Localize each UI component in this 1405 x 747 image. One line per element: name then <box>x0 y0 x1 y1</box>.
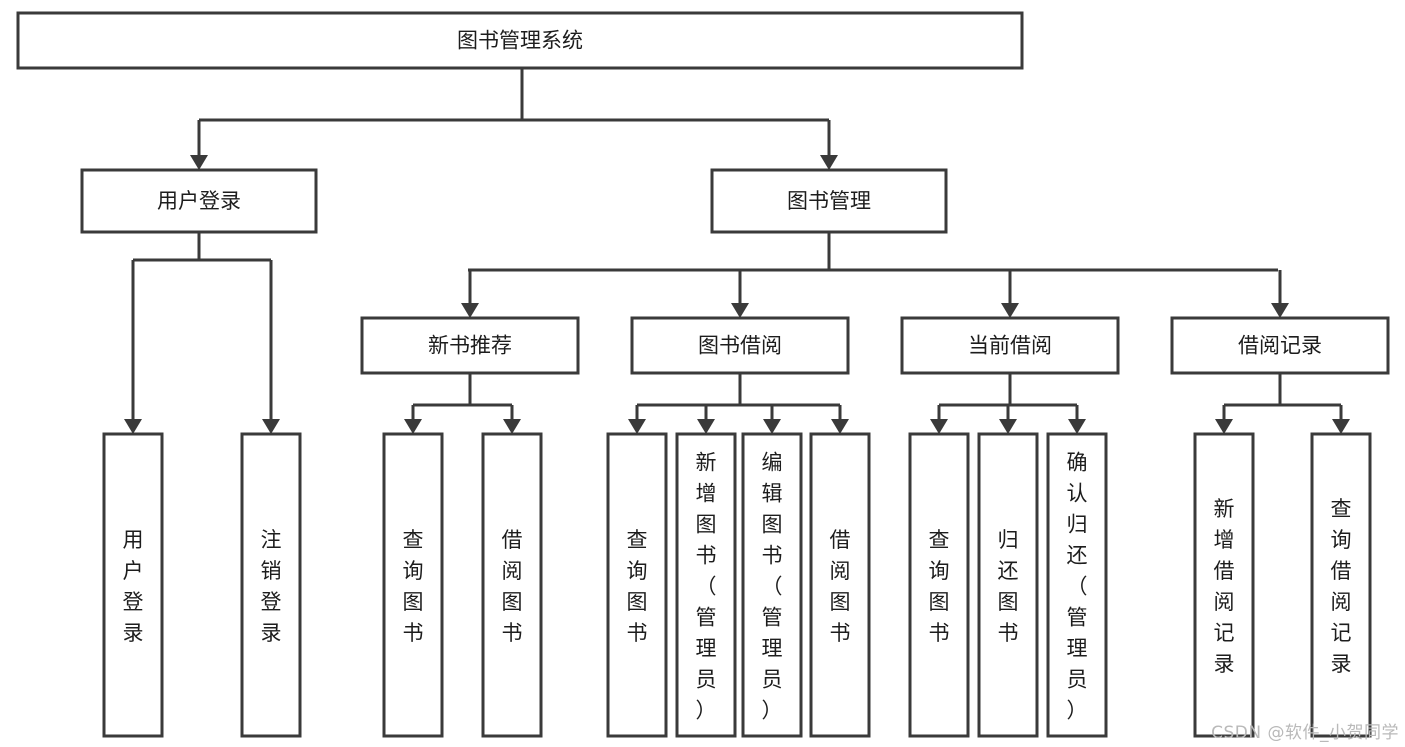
node-box[interactable] <box>102 432 164 738</box>
arrow-to-level3-0-head <box>461 303 479 318</box>
node-box[interactable] <box>481 432 543 738</box>
node-box[interactable] <box>240 432 302 738</box>
node-borrow-record[interactable]: 借阅记录 <box>1170 316 1390 375</box>
node-leaf-current_borrow-0[interactable]: 查询图书 <box>908 432 970 738</box>
node-box[interactable] <box>1193 432 1255 738</box>
node-leaf-current_borrow-2[interactable]: 确认归还（管理员） <box>1046 432 1108 738</box>
node-leaf-user_login-0-label: 用户登录 <box>123 528 144 645</box>
node-borrow-record-label: 借阅记录 <box>1238 334 1322 358</box>
node-leaf-new_book_recommend-0-label: 查询图书 <box>403 528 424 645</box>
node-root[interactable]: 图书管理系统 <box>16 11 1024 70</box>
arrow-leaf-book_borrow-1-head <box>697 419 715 434</box>
node-layer: 图书管理系统用户登录图书管理新书推荐图书借阅当前借阅借阅记录用户登录注销登录查询… <box>16 11 1390 738</box>
node-new-book-recommend[interactable]: 新书推荐 <box>360 316 580 375</box>
arrow-to-level3-3-head <box>1271 303 1289 318</box>
node-current-borrow-label: 当前借阅 <box>968 334 1052 358</box>
node-leaf-borrow_record-1[interactable]: 查询借阅记录 <box>1310 432 1372 738</box>
node-box[interactable] <box>809 432 871 738</box>
node-leaf-borrow_record-1-label: 查询借阅记录 <box>1331 497 1352 676</box>
node-leaf-current_borrow-2-label: 确认归还（管理员） <box>1067 451 1088 723</box>
node-leaf-book_borrow-3[interactable]: 借阅图书 <box>809 432 871 738</box>
node-book-manage-label: 图书管理 <box>787 189 871 213</box>
node-leaf-user_login-1[interactable]: 注销登录 <box>240 432 302 738</box>
arrow-leaf-new_book_recommend-0-head <box>404 419 422 434</box>
arrow-to-user-login-head <box>190 155 208 170</box>
arrow-leaf-book_borrow-0-head <box>628 419 646 434</box>
connector-layer <box>124 68 1350 434</box>
arrow-leaf-user-login-1-head <box>262 419 280 434</box>
node-leaf-book_borrow-2[interactable]: 编辑图书（管理员） <box>741 432 803 738</box>
node-box[interactable] <box>382 432 444 738</box>
node-leaf-new_book_recommend-1-label: 借阅图书 <box>502 528 523 645</box>
watermark: CSDN @软件_小贺同学 <box>1211 723 1399 743</box>
node-leaf-new_book_recommend-0[interactable]: 查询图书 <box>382 432 444 738</box>
node-leaf-current_borrow-0-label: 查询图书 <box>929 528 950 645</box>
node-root-label: 图书管理系统 <box>457 29 583 53</box>
node-book-borrow[interactable]: 图书借阅 <box>630 316 850 375</box>
node-box[interactable] <box>675 432 737 738</box>
node-box[interactable] <box>741 432 803 738</box>
arrow-leaf-new_book_recommend-1-head <box>503 419 521 434</box>
arrow-to-level3-2-head <box>1001 303 1019 318</box>
arrow-leaf-borrow_record-0-head <box>1215 419 1233 434</box>
node-box[interactable] <box>630 316 850 375</box>
node-new-book-recommend-label: 新书推荐 <box>428 334 512 358</box>
node-box[interactable] <box>900 316 1120 375</box>
node-box[interactable] <box>1310 432 1372 738</box>
node-user-login[interactable]: 用户登录 <box>80 168 318 234</box>
node-box[interactable] <box>710 168 948 234</box>
arrow-leaf-book_borrow-2-head <box>763 419 781 434</box>
arrow-leaf-borrow_record-1-head <box>1332 419 1350 434</box>
node-box[interactable] <box>1046 432 1108 738</box>
node-leaf-book_borrow-0[interactable]: 查询图书 <box>606 432 668 738</box>
node-leaf-borrow_record-0-label: 新增借阅记录 <box>1214 497 1235 676</box>
node-box[interactable] <box>80 168 318 234</box>
arrow-to-book-manage-head <box>820 155 838 170</box>
node-leaf-book_borrow-2-label: 编辑图书（管理员） <box>762 451 783 723</box>
node-leaf-user_login-1-label: 注销登录 <box>261 528 282 645</box>
arrow-to-level3-1-head <box>731 303 749 318</box>
node-leaf-book_borrow-1[interactable]: 新增图书（管理员） <box>675 432 737 738</box>
node-leaf-new_book_recommend-1[interactable]: 借阅图书 <box>481 432 543 738</box>
arrow-leaf-current_borrow-0-head <box>930 419 948 434</box>
node-book-borrow-label: 图书借阅 <box>698 334 782 358</box>
node-leaf-book_borrow-3-label: 借阅图书 <box>830 528 851 645</box>
node-user-login-label: 用户登录 <box>157 189 241 213</box>
node-box[interactable] <box>16 11 1024 70</box>
node-box[interactable] <box>360 316 580 375</box>
node-leaf-user_login-0[interactable]: 用户登录 <box>102 432 164 738</box>
node-leaf-borrow_record-0[interactable]: 新增借阅记录 <box>1193 432 1255 738</box>
node-box[interactable] <box>606 432 668 738</box>
node-current-borrow[interactable]: 当前借阅 <box>900 316 1120 375</box>
arrow-leaf-current_borrow-1-head <box>999 419 1017 434</box>
arrow-leaf-book_borrow-3-head <box>831 419 849 434</box>
node-box[interactable] <box>908 432 970 738</box>
arrow-leaf-current_borrow-2-head <box>1068 419 1086 434</box>
node-leaf-current_borrow-1-label: 归还图书 <box>998 528 1019 645</box>
node-leaf-current_borrow-1[interactable]: 归还图书 <box>977 432 1039 738</box>
node-leaf-book_borrow-1-label: 新增图书（管理员） <box>696 451 717 723</box>
node-box[interactable] <box>977 432 1039 738</box>
node-box[interactable] <box>1170 316 1390 375</box>
arrow-leaf-user-login-0-head <box>124 419 142 434</box>
node-book-manage[interactable]: 图书管理 <box>710 168 948 234</box>
node-leaf-book_borrow-0-label: 查询图书 <box>627 528 648 645</box>
